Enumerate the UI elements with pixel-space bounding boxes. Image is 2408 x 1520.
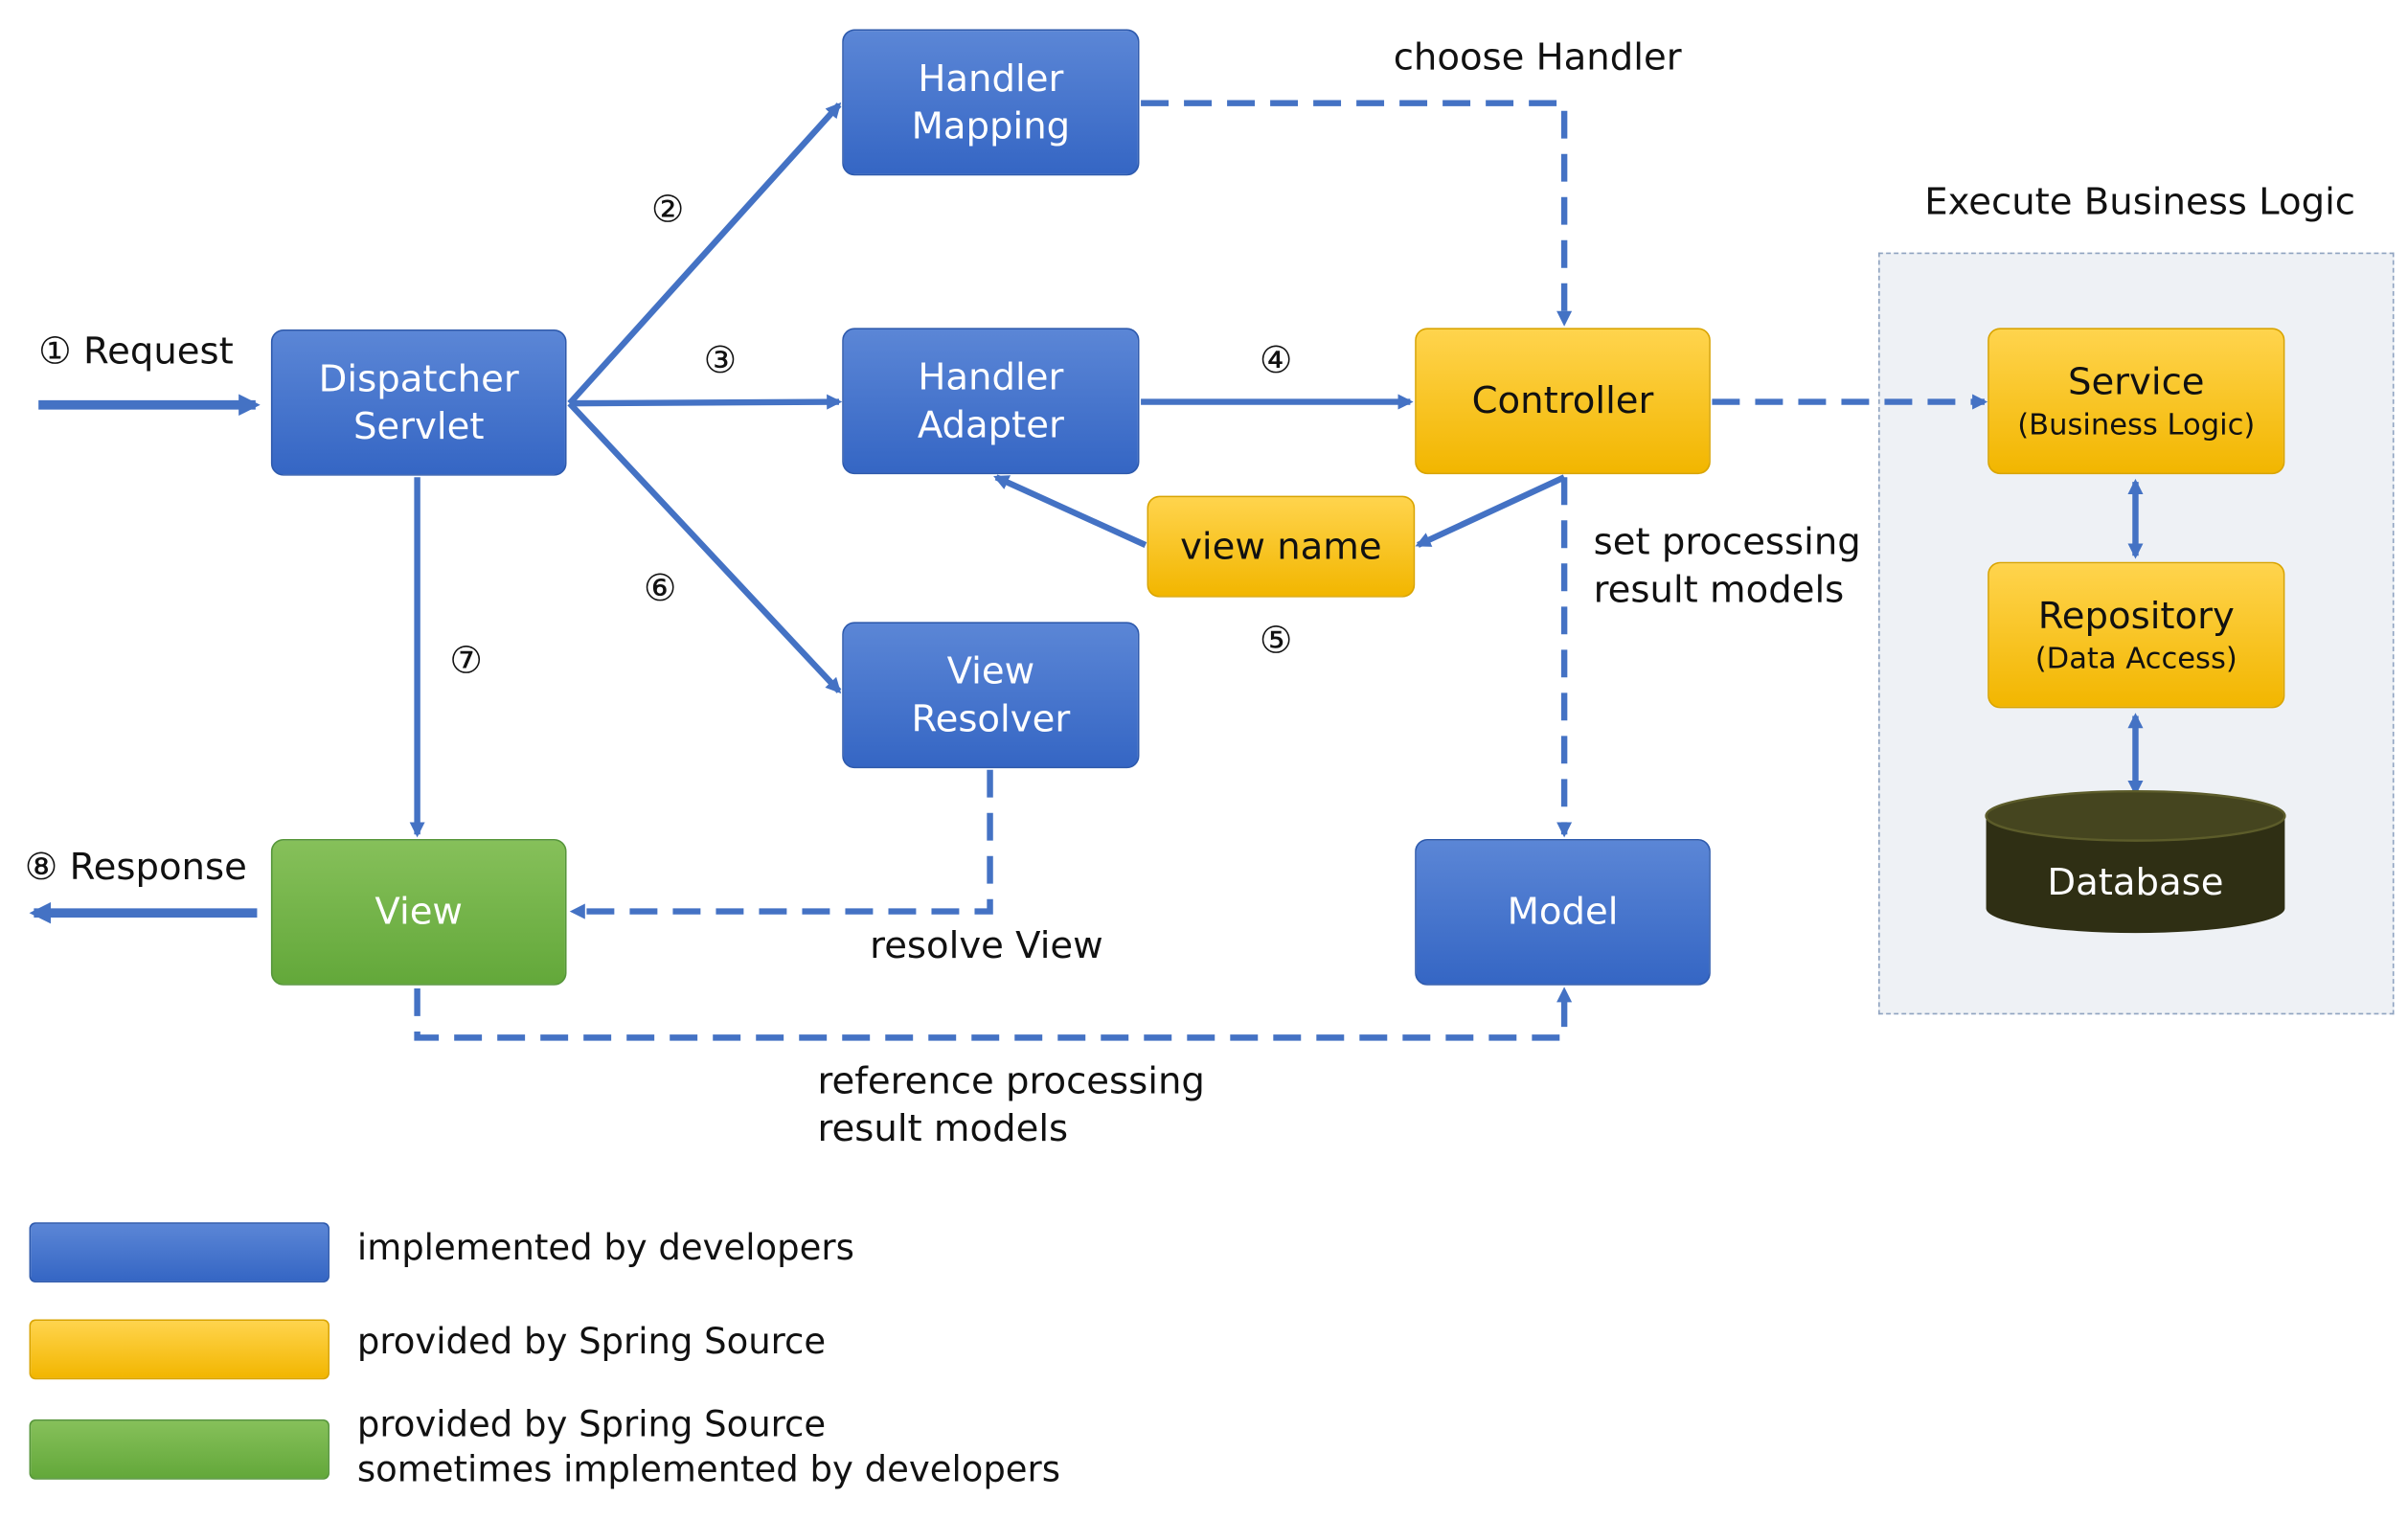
reference-processing-label: reference processing result models (818, 1057, 1205, 1153)
dashed-view-to-model (414, 987, 1573, 1041)
set-processing-line2: result models (1593, 568, 1845, 612)
repository-node: Repository (Data Access) (1988, 561, 2285, 709)
handler-adapter-line1: Handler (918, 354, 1064, 398)
dispatcher-servlet-node: Dispatcher Servlet (270, 329, 567, 476)
legend-swatch-spring (29, 1319, 329, 1380)
view-node: View (270, 839, 567, 986)
service-subtitle: (Business Logic) (2017, 407, 2256, 442)
service-title: Service (2067, 360, 2205, 404)
legend-text-spring: provided by Spring Source (357, 1321, 826, 1366)
view-label: View (375, 890, 463, 934)
step-5-label: ⑤ (1259, 619, 1293, 663)
step-7-label: ⑦ (449, 639, 483, 683)
legend-text-spring-or-dev: provided by Spring Source sometimes impl… (357, 1404, 1060, 1493)
controller-node: Controller (1415, 328, 1711, 475)
repository-title: Repository (2037, 594, 2235, 638)
legend-swatch-developers (29, 1222, 329, 1282)
dashed-resolver-to-view (569, 769, 993, 919)
model-label: Model (1507, 890, 1619, 934)
dashed-mapping-to-controller (1141, 100, 1573, 327)
service-node: Service (Business Logic) (1988, 328, 2285, 475)
arrow-viewname-to-adapter (993, 474, 1147, 548)
controller-label: Controller (1471, 378, 1654, 422)
response-label: ⑧ Response (24, 845, 247, 889)
handler-mapping-node: Handler Mapping (842, 29, 1140, 176)
arrow-dispatcher-to-mapping (567, 102, 842, 406)
database-node: Database (1987, 844, 2285, 920)
handler-adapter-node: Handler Adapter (842, 328, 1140, 475)
model-node: Model (1415, 839, 1711, 986)
resolve-view-label: resolve View (870, 923, 1103, 967)
view-name-label: view name (1180, 524, 1382, 568)
arrow-controller-to-viewname (1415, 474, 1566, 548)
view-resolver-line1: View (946, 648, 1035, 692)
database-label: Database (2047, 859, 2224, 903)
legend-developers-line1: implemented by developers (356, 1228, 854, 1269)
dispatcher-servlet-line1: Dispatcher (318, 356, 519, 400)
set-processing-line1: set processing (1593, 520, 1861, 564)
handler-adapter-line2: Adapter (917, 402, 1064, 446)
handler-mapping-line2: Mapping (911, 103, 1071, 147)
dispatcher-servlet-line2: Servlet (352, 403, 485, 447)
set-processing-label: set processing result models (1594, 519, 1861, 615)
step-6-label: ⑥ (643, 566, 677, 610)
arrow-dispatcher-to-adapter (569, 394, 843, 410)
handler-mapping-line1: Handler (918, 56, 1064, 100)
step-2-label: ② (650, 188, 685, 232)
view-resolver-line2: Resolver (911, 696, 1071, 740)
step-4-label: ④ (1259, 338, 1293, 382)
reference-processing-line1: reference processing (817, 1058, 1205, 1102)
legend-text-developers: implemented by developers (357, 1227, 854, 1272)
view-name-node: view name (1147, 495, 1416, 598)
repository-subtitle: (Data Access) (2034, 642, 2238, 676)
legend-swatch-spring-or-dev (29, 1419, 329, 1480)
execute-business-logic-label: Execute Business Logic (1924, 180, 2355, 224)
request-label: ① Request (38, 329, 234, 373)
legend-spring-or-dev-line2: sometimes implemented by developers (356, 1450, 1061, 1490)
choose-handler-label: choose Handler (1393, 34, 1682, 79)
arrow-dispatcher-to-resolver (567, 400, 842, 694)
legend-spring-or-dev-line1: provided by Spring Source (356, 1405, 827, 1446)
step-3-label: ③ (703, 338, 738, 382)
reference-processing-line2: result models (817, 1106, 1069, 1150)
database-cylinder (1985, 789, 2286, 934)
view-resolver-node: View Resolver (842, 622, 1140, 769)
legend-spring-line1: provided by Spring Source (356, 1322, 827, 1363)
